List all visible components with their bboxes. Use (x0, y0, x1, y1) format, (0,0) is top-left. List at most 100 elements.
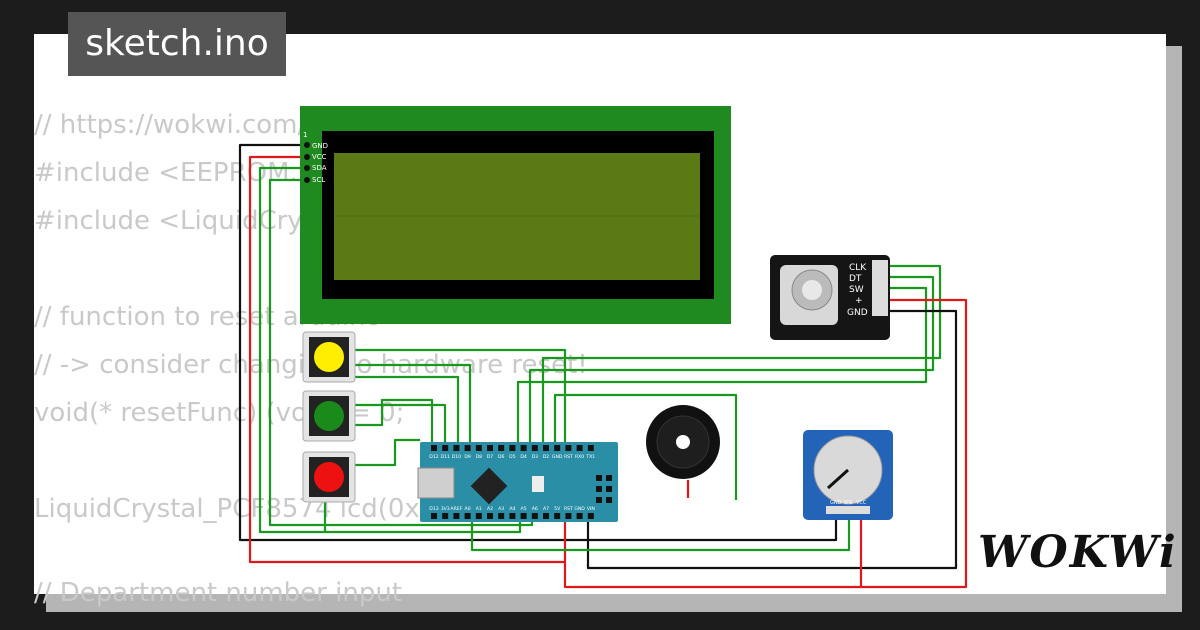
nano-pin[interactable] (475, 445, 482, 451)
pushbutton-green[interactable] (302, 390, 356, 442)
nano-pin-label: D10 (452, 454, 461, 460)
wire-lcd-scl (268, 178, 534, 527)
button-cap (314, 462, 344, 492)
nano-pin[interactable] (543, 445, 549, 451)
encoder-pin-label: + (855, 296, 863, 306)
lcd-pin-label: GND (312, 142, 328, 150)
wire-encoder-sw (516, 286, 928, 447)
pot-header (826, 506, 870, 514)
pushbutton-red[interactable] (302, 451, 356, 503)
encoder-pin-label: SW (849, 285, 864, 295)
nano-pin[interactable] (543, 513, 549, 519)
wire-buzzer-sig (553, 393, 738, 500)
nano-pin[interactable] (453, 445, 460, 451)
nano-pin-label: A1 (476, 506, 482, 512)
nano-pin[interactable] (464, 513, 471, 519)
nano-pin[interactable] (520, 513, 527, 519)
nano-pin-label: D4 (520, 454, 527, 460)
nano-pin[interactable] (487, 445, 493, 451)
nano-pin[interactable] (531, 513, 538, 519)
wire-lcd-sda (258, 166, 522, 534)
nano-pin[interactable] (576, 445, 583, 451)
nano-pin-label: D12 (429, 454, 438, 460)
nano-chip (470, 467, 508, 505)
nano-pin[interactable] (565, 513, 572, 519)
code-line: LiquidCrystal_PCF8574 lcd(0x3F); (34, 494, 471, 524)
pushbutton-yellow[interactable] (302, 331, 356, 383)
potentiometer[interactable]: GND SIG VCC (803, 430, 893, 520)
pot-pin-label: GND (830, 500, 842, 506)
wire-encoder-gnd (586, 309, 958, 570)
nano-pin[interactable] (587, 513, 594, 519)
nano-pin[interactable] (587, 445, 594, 451)
wire-button-green-b (355, 398, 434, 447)
wire-encoder-dt (528, 275, 935, 447)
nano-pin-label: A5 (521, 506, 527, 512)
file-title-tab[interactable]: sketch.ino (68, 12, 286, 76)
lcd-pin-marker: 1 (303, 131, 307, 139)
nano-pin-label: RX0 (575, 454, 584, 460)
nano-pin[interactable] (509, 445, 516, 451)
nano-pin-label: D8 (476, 454, 483, 460)
nano-pin[interactable] (431, 513, 437, 519)
lcd-pin-gnd (304, 142, 310, 148)
nano-pin-label: D5 (509, 454, 516, 460)
buzzer-hole (676, 435, 690, 449)
wokwi-logo: WOKWi (978, 522, 1176, 584)
nano-pin-label: AREF (450, 506, 462, 512)
lcd-pin-vcc (304, 154, 310, 160)
wire-button-yellow (350, 348, 567, 447)
code-line: // function to reset arduino (34, 302, 382, 332)
nano-board (420, 442, 618, 522)
nano-pin[interactable] (498, 513, 505, 519)
nano-pin[interactable] (576, 513, 583, 519)
nano-pin-label: D2 (543, 454, 550, 460)
nano-pin[interactable] (475, 513, 482, 519)
pot-pin-label: SIG (844, 500, 853, 506)
lcd-pin-label: VCC (312, 153, 327, 161)
nano-pin[interactable] (554, 513, 561, 519)
wire-pot-gnd (588, 512, 838, 542)
button-cap (314, 401, 344, 431)
encoder-header (872, 260, 888, 316)
nano-pin[interactable] (531, 445, 538, 451)
nano-pin[interactable] (431, 445, 437, 451)
nano-pin-label: A6 (532, 506, 538, 512)
encoder-pin-label: GND (847, 308, 868, 318)
nano-pin[interactable] (442, 513, 449, 519)
nano-pin[interactable] (520, 445, 527, 451)
lcd-display[interactable]: 1 GND VCC SDA SCL (300, 106, 731, 324)
nano-pin-label: GND (574, 506, 585, 512)
nano-pin[interactable] (565, 445, 572, 451)
nano-pin-label: A7 (543, 506, 549, 512)
nano-pin[interactable] (509, 513, 516, 519)
nano-pin[interactable] (554, 445, 561, 451)
nano-pin-label: VIN (587, 506, 595, 512)
wire-encoder-plus (563, 298, 968, 589)
lcd-pin-label: SDA (312, 164, 327, 172)
encoder-pin-label: CLK (849, 263, 867, 273)
nano-pin-label: RST (564, 506, 573, 512)
lcd-pin-sda (304, 165, 310, 171)
buzzer[interactable] (646, 405, 720, 479)
nano-pin-label: D9 (464, 454, 471, 460)
nano-pin-label: D6 (498, 454, 505, 460)
wires (238, 143, 968, 589)
nano-pin[interactable] (498, 445, 505, 451)
nano-pin-label: A0 (465, 506, 471, 512)
lcd-pin-label: SCL (312, 176, 325, 184)
nano-pin[interactable] (453, 513, 460, 519)
nano-pin[interactable] (487, 513, 493, 519)
nano-pin[interactable] (442, 445, 449, 451)
nano-pin-label: RST (564, 454, 573, 460)
button-cap (314, 342, 344, 372)
wire-pot-sig (470, 512, 851, 552)
rotary-encoder[interactable]: CLK DT SW + GND (770, 255, 890, 340)
nano-pin-label: D7 (487, 454, 494, 460)
code-line: // Department number input (34, 578, 402, 608)
nano-pin-label: TX1 (585, 454, 595, 460)
nano-pin[interactable] (464, 445, 471, 451)
